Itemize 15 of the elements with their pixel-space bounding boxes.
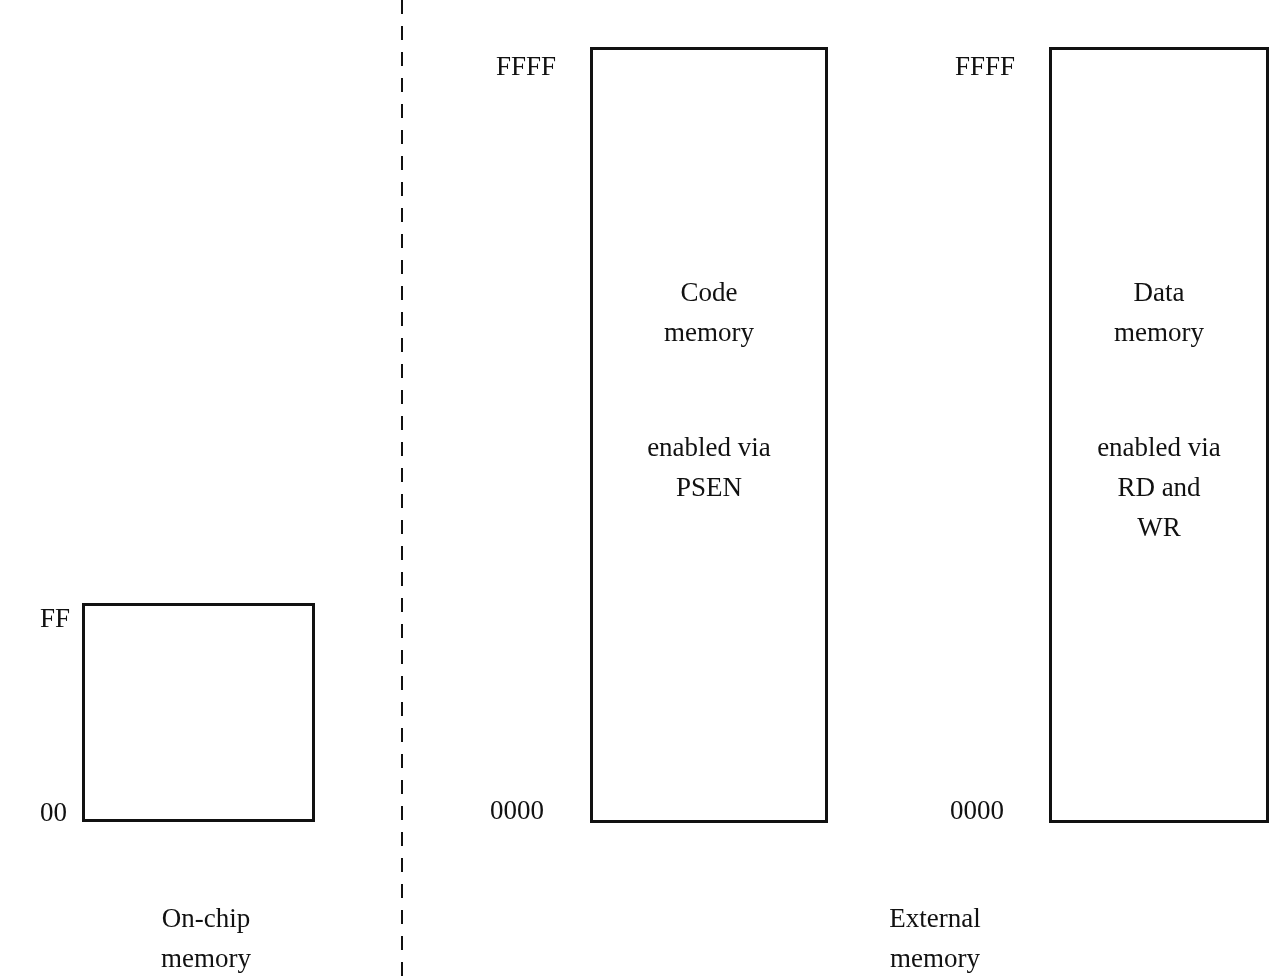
address-label: FFFF <box>955 50 1016 82</box>
enable-note: enabled via PSEN <box>646 431 772 504</box>
address-label: FFFF <box>496 50 557 82</box>
memory-title: Code memory <box>663 276 755 349</box>
memory-caption: On-chip memory <box>160 902 252 975</box>
address-label: FF <box>40 602 71 634</box>
address-label: 0000 <box>950 794 1004 826</box>
memory-box <box>1049 47 1269 823</box>
address-label: 00 <box>40 796 67 828</box>
memory-title: Data memory <box>1113 276 1205 349</box>
memory-box <box>82 603 315 822</box>
memory-box <box>590 47 828 823</box>
section-caption: External memory <box>888 902 982 975</box>
enable-note: enabled via RD and WR <box>1096 431 1222 544</box>
address-label: 0000 <box>490 794 544 826</box>
